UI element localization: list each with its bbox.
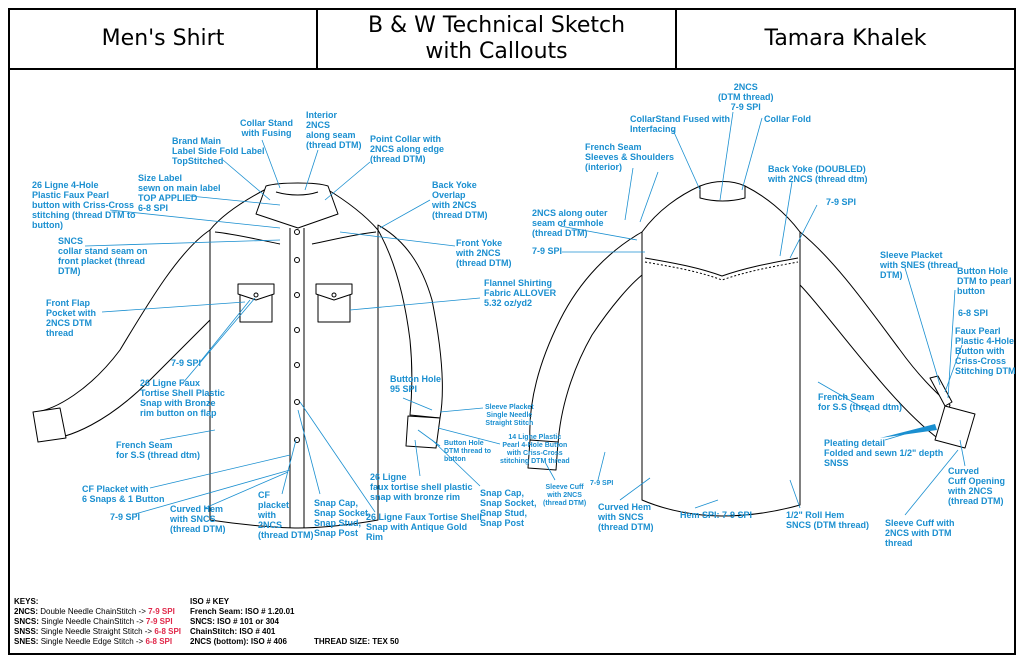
front-collar [255, 182, 339, 229]
callout-hem-spi: Hem SPI: 7-9 SPI [680, 510, 753, 520]
snap-6 [294, 399, 300, 405]
back-body [641, 185, 801, 517]
snap-1 [294, 229, 300, 235]
sheet-title-line2: with Callouts [425, 39, 568, 64]
front-left-cuff [32, 407, 67, 443]
key-item: 2NCS: Double Needle ChainStitch -> 7-9 S… [14, 607, 175, 616]
iso-title: ISO # KEY [190, 597, 230, 606]
designer-name: Tamara Khalek [764, 26, 927, 51]
callout-snap-cap-right: Snap Cap,Snap Socket,Snap Stud,Snap Post [480, 488, 537, 528]
sheet-title: B & W Technical Sketch with Callouts [318, 10, 675, 68]
snap-3 [294, 292, 300, 298]
back-yoke [644, 257, 799, 277]
iso-item: French Seam: ISO # 1.20.01 [190, 607, 295, 616]
pleating-arrow [880, 424, 937, 438]
callout-back-2ncs-thread: 2NCS(DTM thread)7-9 SPI [718, 82, 774, 112]
callout-spi-79-cuff: 7-9 SPI [590, 480, 614, 487]
snap-2 [294, 257, 300, 263]
flap-snap-right [331, 292, 337, 298]
back-collar [699, 181, 746, 202]
key-item: SNSS: Single Needle Straight Stitch -> 6… [14, 627, 182, 636]
callout-spi-79-front: 7-9 SPI [171, 358, 202, 368]
front-collar-band [275, 191, 319, 196]
iso-item: SNCS: ISO # 101 or 304 [190, 617, 279, 626]
callout-spi-79-yoke: 7-9 SPI [826, 197, 857, 207]
keys-title: KEYS: [14, 597, 39, 606]
callout-snap-cap-mid: Snap Cap,Snap Socket,Snap Stud,Snap Post [314, 498, 371, 538]
iso-item: ChainStitch: ISO # 401 [190, 627, 276, 636]
back-left-cuff [527, 439, 559, 471]
sheet-frame [8, 8, 1016, 655]
callout-back-yoke-doubled: Back Yoke (DOUBLED)with 2NCS (thread dtm… [768, 164, 868, 184]
key-item: SNCS: Single Needle ChainStitch -> 7-9 S… [14, 617, 173, 626]
back-right-cuff [934, 405, 976, 449]
leader-lines [84, 111, 966, 516]
iso-keys: ISO # KEY French Seam: ISO # 1.20.01 SNC… [190, 597, 295, 647]
header-divider [8, 68, 1016, 70]
front-body [209, 187, 379, 529]
sheet-title-line1: B & W Technical Sketch [367, 13, 626, 38]
front-right-yoke [311, 231, 377, 245]
snap-4 [294, 327, 300, 333]
callout-spi-79-bottom: 7-9 SPI [110, 512, 141, 522]
back-right-placket [929, 375, 953, 407]
front-right-flap [315, 283, 353, 301]
header-separator-1 [316, 8, 318, 69]
stitch-keys: KEYS: 2NCS: Double Needle ChainStitch ->… [14, 597, 181, 647]
callout-spi-68: 6-8 SPI [958, 308, 989, 318]
flap-snap-left [253, 292, 259, 298]
key-item: SNES: Single Needle Edge Stitch -> 6-8 S… [14, 637, 173, 646]
product-title: Men's Shirt [101, 26, 225, 51]
iso-item: 2NCS (bottom): ISO # 406 [190, 637, 287, 646]
front-left-yoke [214, 231, 281, 245]
front-left-flap [237, 283, 275, 301]
callout-spi-79-armhole: 7-9 SPI [532, 246, 563, 256]
callout-collar-fold: Collar Fold [764, 114, 811, 124]
snap-5 [294, 362, 300, 368]
header-separator-2 [675, 8, 677, 69]
thread-size: THREAD SIZE: TEX 50 [314, 637, 399, 646]
back-left-sleeve [529, 231, 643, 446]
